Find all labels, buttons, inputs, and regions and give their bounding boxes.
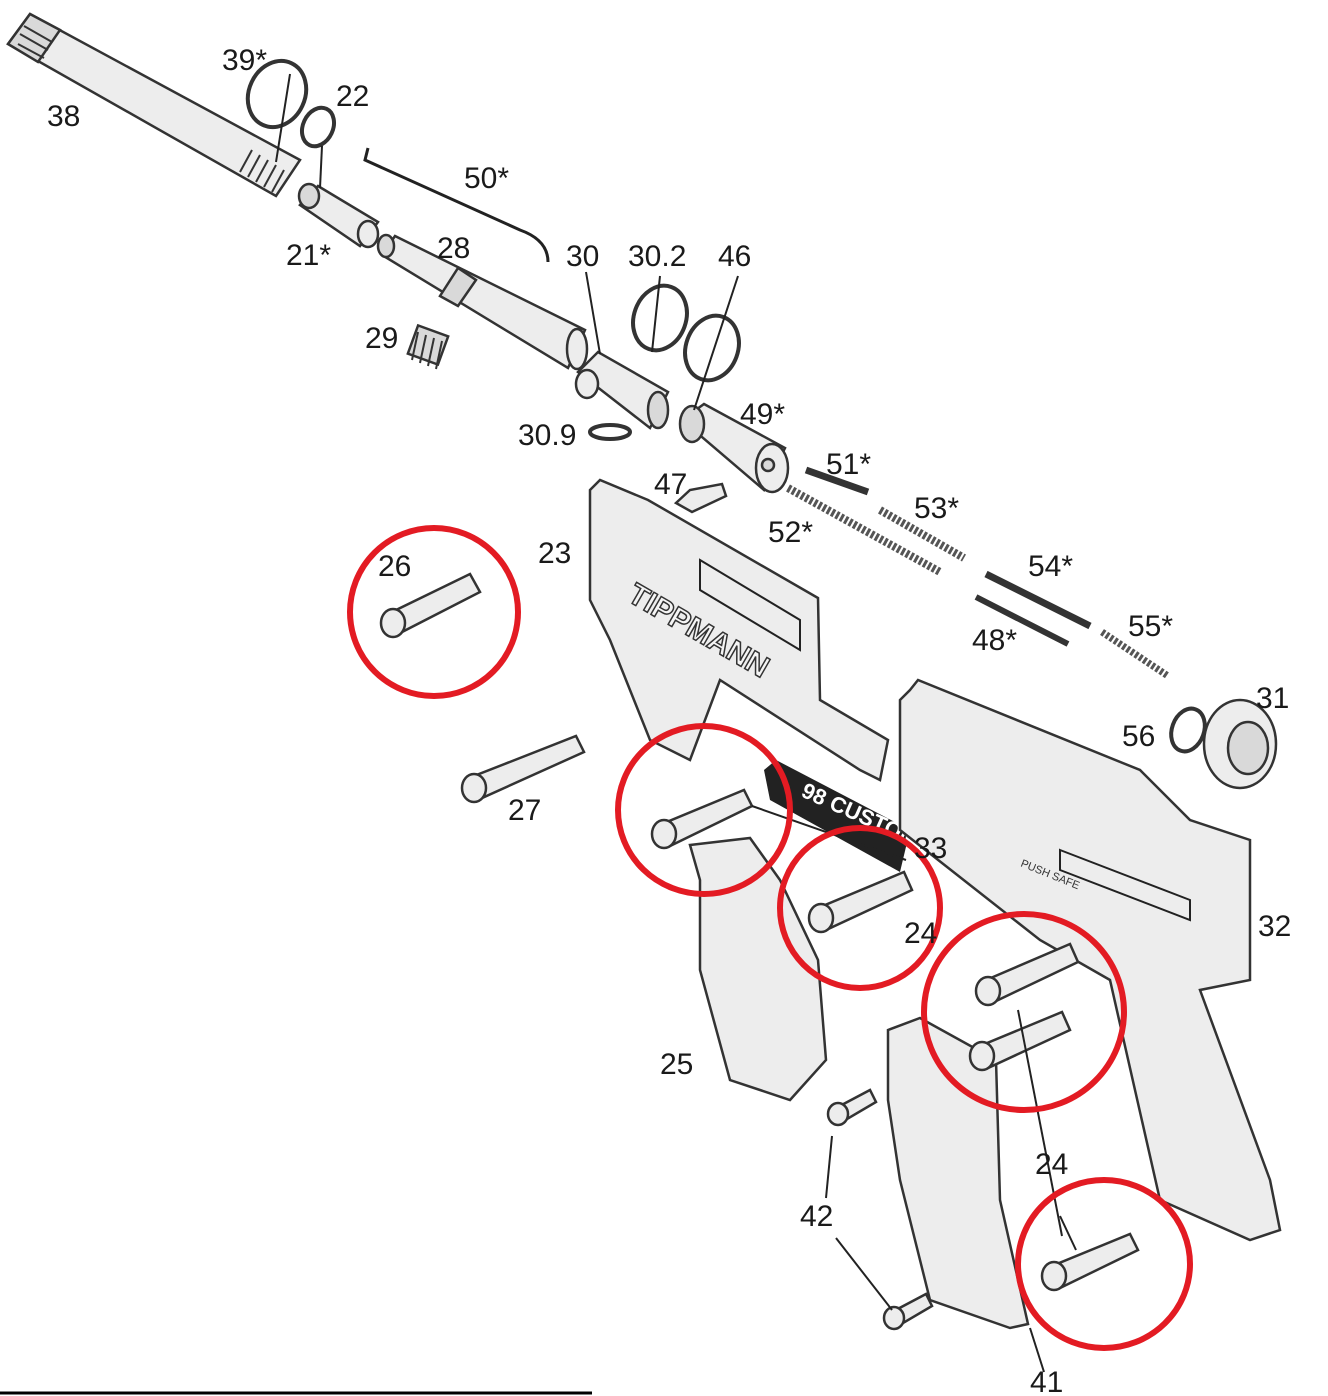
- highlight-circle-screw-24-e: [1015, 1177, 1193, 1351]
- o-ring-30-2: [631, 283, 689, 353]
- part-label-24-lower: 24: [1035, 1148, 1069, 1181]
- o-ring-39: [245, 58, 309, 130]
- pin-51: [804, 466, 870, 496]
- part-label-41: 41: [1030, 1366, 1064, 1396]
- grip-right: [886, 1016, 1030, 1330]
- part-label-30-9: 30.9: [518, 419, 577, 452]
- part-label-55: 55*: [1128, 610, 1174, 643]
- screw-24-c: [974, 942, 1080, 1007]
- part-label-48: 48*: [972, 624, 1018, 657]
- o-ring-30-9: [588, 423, 632, 441]
- set-screw: [406, 323, 450, 370]
- bolt: [376, 233, 589, 371]
- highlight-circle-screws-24-c-d: [921, 911, 1127, 1113]
- valve: [678, 402, 790, 494]
- receiver-right: PUSH SAFE: [898, 678, 1282, 1242]
- pin: [673, 482, 728, 514]
- part-label-29: 29: [365, 322, 399, 355]
- part-label-28: 28: [437, 232, 471, 265]
- barrel: [6, 12, 302, 198]
- part-label-33: 33: [914, 832, 948, 865]
- part-label-21: 21*: [286, 239, 332, 272]
- part-label-56: 56: [1122, 720, 1156, 753]
- spring-55: [1100, 629, 1170, 679]
- part-label-51: 51*: [826, 448, 872, 481]
- part-label-26: 26: [378, 550, 412, 583]
- part-label-49: 49*: [740, 398, 786, 431]
- part-label-50: 50*: [464, 162, 510, 195]
- screw-42-bottom: [882, 1292, 934, 1331]
- part-label-27: 27: [508, 794, 542, 827]
- spring-53: [878, 506, 966, 562]
- highlight-circle-screw-24-a: [615, 723, 793, 897]
- part-label-30: 30: [566, 240, 600, 273]
- pin-54: [984, 570, 1092, 630]
- highlight-circle-screw-24-b: [777, 825, 943, 991]
- part-label-46: 46: [718, 240, 752, 273]
- screw-24-e: [1040, 1232, 1140, 1292]
- part-label-42: 42: [800, 1200, 834, 1233]
- screw-26: [379, 572, 482, 639]
- o-ring-46: [683, 313, 741, 383]
- cocking-rod: [363, 147, 550, 263]
- grip-left: [688, 836, 828, 1102]
- highlight-circles: [347, 525, 1193, 1351]
- receiver-left: TIPPMANN: [588, 478, 890, 782]
- part-label-39: 39*: [222, 44, 268, 77]
- part-label-54: 54*: [1028, 550, 1074, 583]
- part-label-30-2: 30.2: [628, 240, 687, 273]
- pin-48: [974, 594, 1070, 647]
- screw-24-d: [968, 1010, 1072, 1072]
- part-label-24-upper: 24: [904, 917, 938, 950]
- part-label-38: 38: [47, 100, 81, 133]
- part-label-52: 52*: [768, 516, 814, 549]
- part-label-22: 22: [336, 80, 370, 113]
- part-label-31: 31: [1256, 682, 1290, 715]
- part-label-25: 25: [660, 1048, 694, 1081]
- spring-52: [786, 484, 942, 576]
- highlight-circle-screw-26: [347, 525, 521, 699]
- end-cap: [1202, 698, 1278, 790]
- hammer: [574, 350, 670, 430]
- part-label-23: 23: [538, 537, 572, 570]
- screw-27: [460, 734, 586, 804]
- screw-24-b: [807, 870, 914, 934]
- screw-42-top: [826, 1088, 878, 1127]
- sleeve: [297, 182, 380, 249]
- part-label-32: 32: [1258, 910, 1292, 943]
- part-label-53: 53*: [914, 492, 960, 525]
- part-label-47: 47: [654, 468, 688, 501]
- o-ring-56: [1169, 706, 1207, 754]
- o-ring-22: [299, 105, 337, 149]
